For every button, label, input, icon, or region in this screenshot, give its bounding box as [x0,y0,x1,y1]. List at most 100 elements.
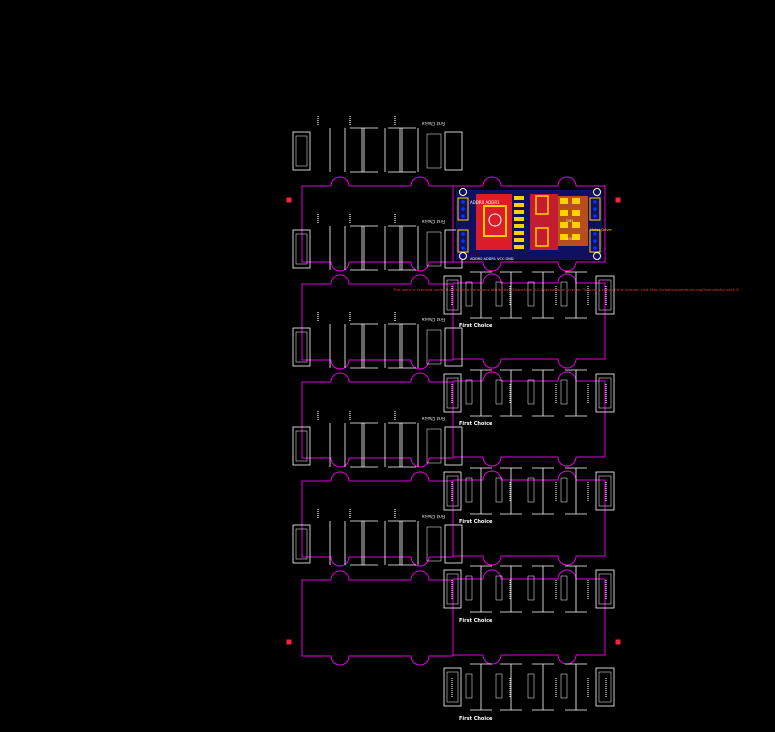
component-footprints [292,116,615,711]
ic-outline [483,205,507,237]
connector-outline [595,275,615,315]
ic-outline [535,195,549,215]
via [593,239,597,243]
smd-pad [514,238,524,242]
smd-pad [514,203,524,207]
board-ch1-label: CH1 [566,219,573,223]
smd-pad [514,224,524,228]
connector-outline [443,667,462,707]
silk-pad [560,281,568,307]
smd-pad [514,217,524,221]
copper-pour [530,194,558,250]
right-panel-outline [452,371,606,467]
connector-inner [446,671,459,703]
via [461,200,465,204]
connector-outline [595,471,615,511]
connector-inner [426,231,442,267]
first-choice-label: First Choice [459,519,493,525]
silk-pad [527,477,535,503]
mounting-hole-icon [488,213,502,227]
board-ch2-label: CH2 [566,237,573,241]
connector-inner [598,279,612,311]
smd-pad [560,198,568,204]
board-outline [452,176,606,272]
smd-pad [514,196,524,200]
connector-inner [295,135,308,167]
connector-outline [292,524,311,564]
mounting-hole-icon [459,252,467,260]
via [461,232,465,236]
left-footprint-block [292,411,463,468]
smd-pad [514,231,524,235]
right-panel-outline [452,569,606,665]
first-choice-label-rotated: First Choice [421,317,445,322]
silk-pad [560,673,568,699]
connector-inner [295,331,308,363]
via [461,246,465,250]
right-footprint-block [443,565,615,613]
connector-inner [598,475,612,507]
connector-inner [598,671,612,703]
connector-inner [426,329,442,365]
connector-outline [443,471,462,511]
connector-outline [595,373,615,413]
right-footprint-block [443,467,615,515]
mounting-hole-icon [593,188,601,196]
connector-outline [443,275,462,315]
connector-inner [598,377,612,409]
connector-inner [446,279,459,311]
connector-outline [595,667,615,707]
left-panel-outline [301,471,454,567]
right-footprint-block [443,271,615,319]
via [593,246,597,250]
first-choice-label-rotated: First Choice [421,514,445,519]
smd-pad [514,245,524,249]
smd-pad [560,222,568,228]
license-note: This work is licensed under the Creative… [392,287,740,292]
silk-pad [527,575,535,601]
left-footprint-block [292,214,463,271]
panel-outlines [301,176,606,666]
smd-pad [514,210,524,214]
silk-pad [527,673,535,699]
first-choice-label: First Choice [459,421,493,427]
smd-pad [572,234,580,240]
silk-pad [465,477,473,503]
silk-pad [465,673,473,699]
silk-pad [560,379,568,405]
via [593,214,597,218]
first-choice-label: First Choice [459,716,493,722]
connector-outline [443,569,462,609]
connector-inner [446,475,459,507]
connector-outline [443,373,462,413]
via [593,232,597,236]
board-side-label: Motor Driver [590,228,613,232]
fiducial-marker-icon [615,639,621,645]
connector-inner [446,377,459,409]
connector-inner [295,430,308,462]
left-panel-outline [301,274,454,370]
fiducial-marker-icon [615,197,621,203]
header-outline [589,197,601,221]
silk-pad [560,477,568,503]
connector-outline [444,426,463,466]
right-footprint-block [443,369,615,417]
board-silk-title: ADDR0 ADDR1 [470,200,500,205]
via [593,200,597,204]
via [461,214,465,218]
silk-pad [527,281,535,307]
smd-pad [572,222,580,228]
connector-inner [446,573,459,605]
fiducial-marker-icon [286,639,292,645]
header-outline [457,197,469,221]
mounting-hole-icon [459,188,467,196]
via [461,207,465,211]
board-silk-sub: ADDR0 ADDR1 VCC GND [470,257,514,261]
connector-outline [444,327,463,367]
right-footprint-block [443,663,615,711]
ic-outline [535,227,549,247]
first-choice-label-rotated: First Choice [421,121,445,126]
